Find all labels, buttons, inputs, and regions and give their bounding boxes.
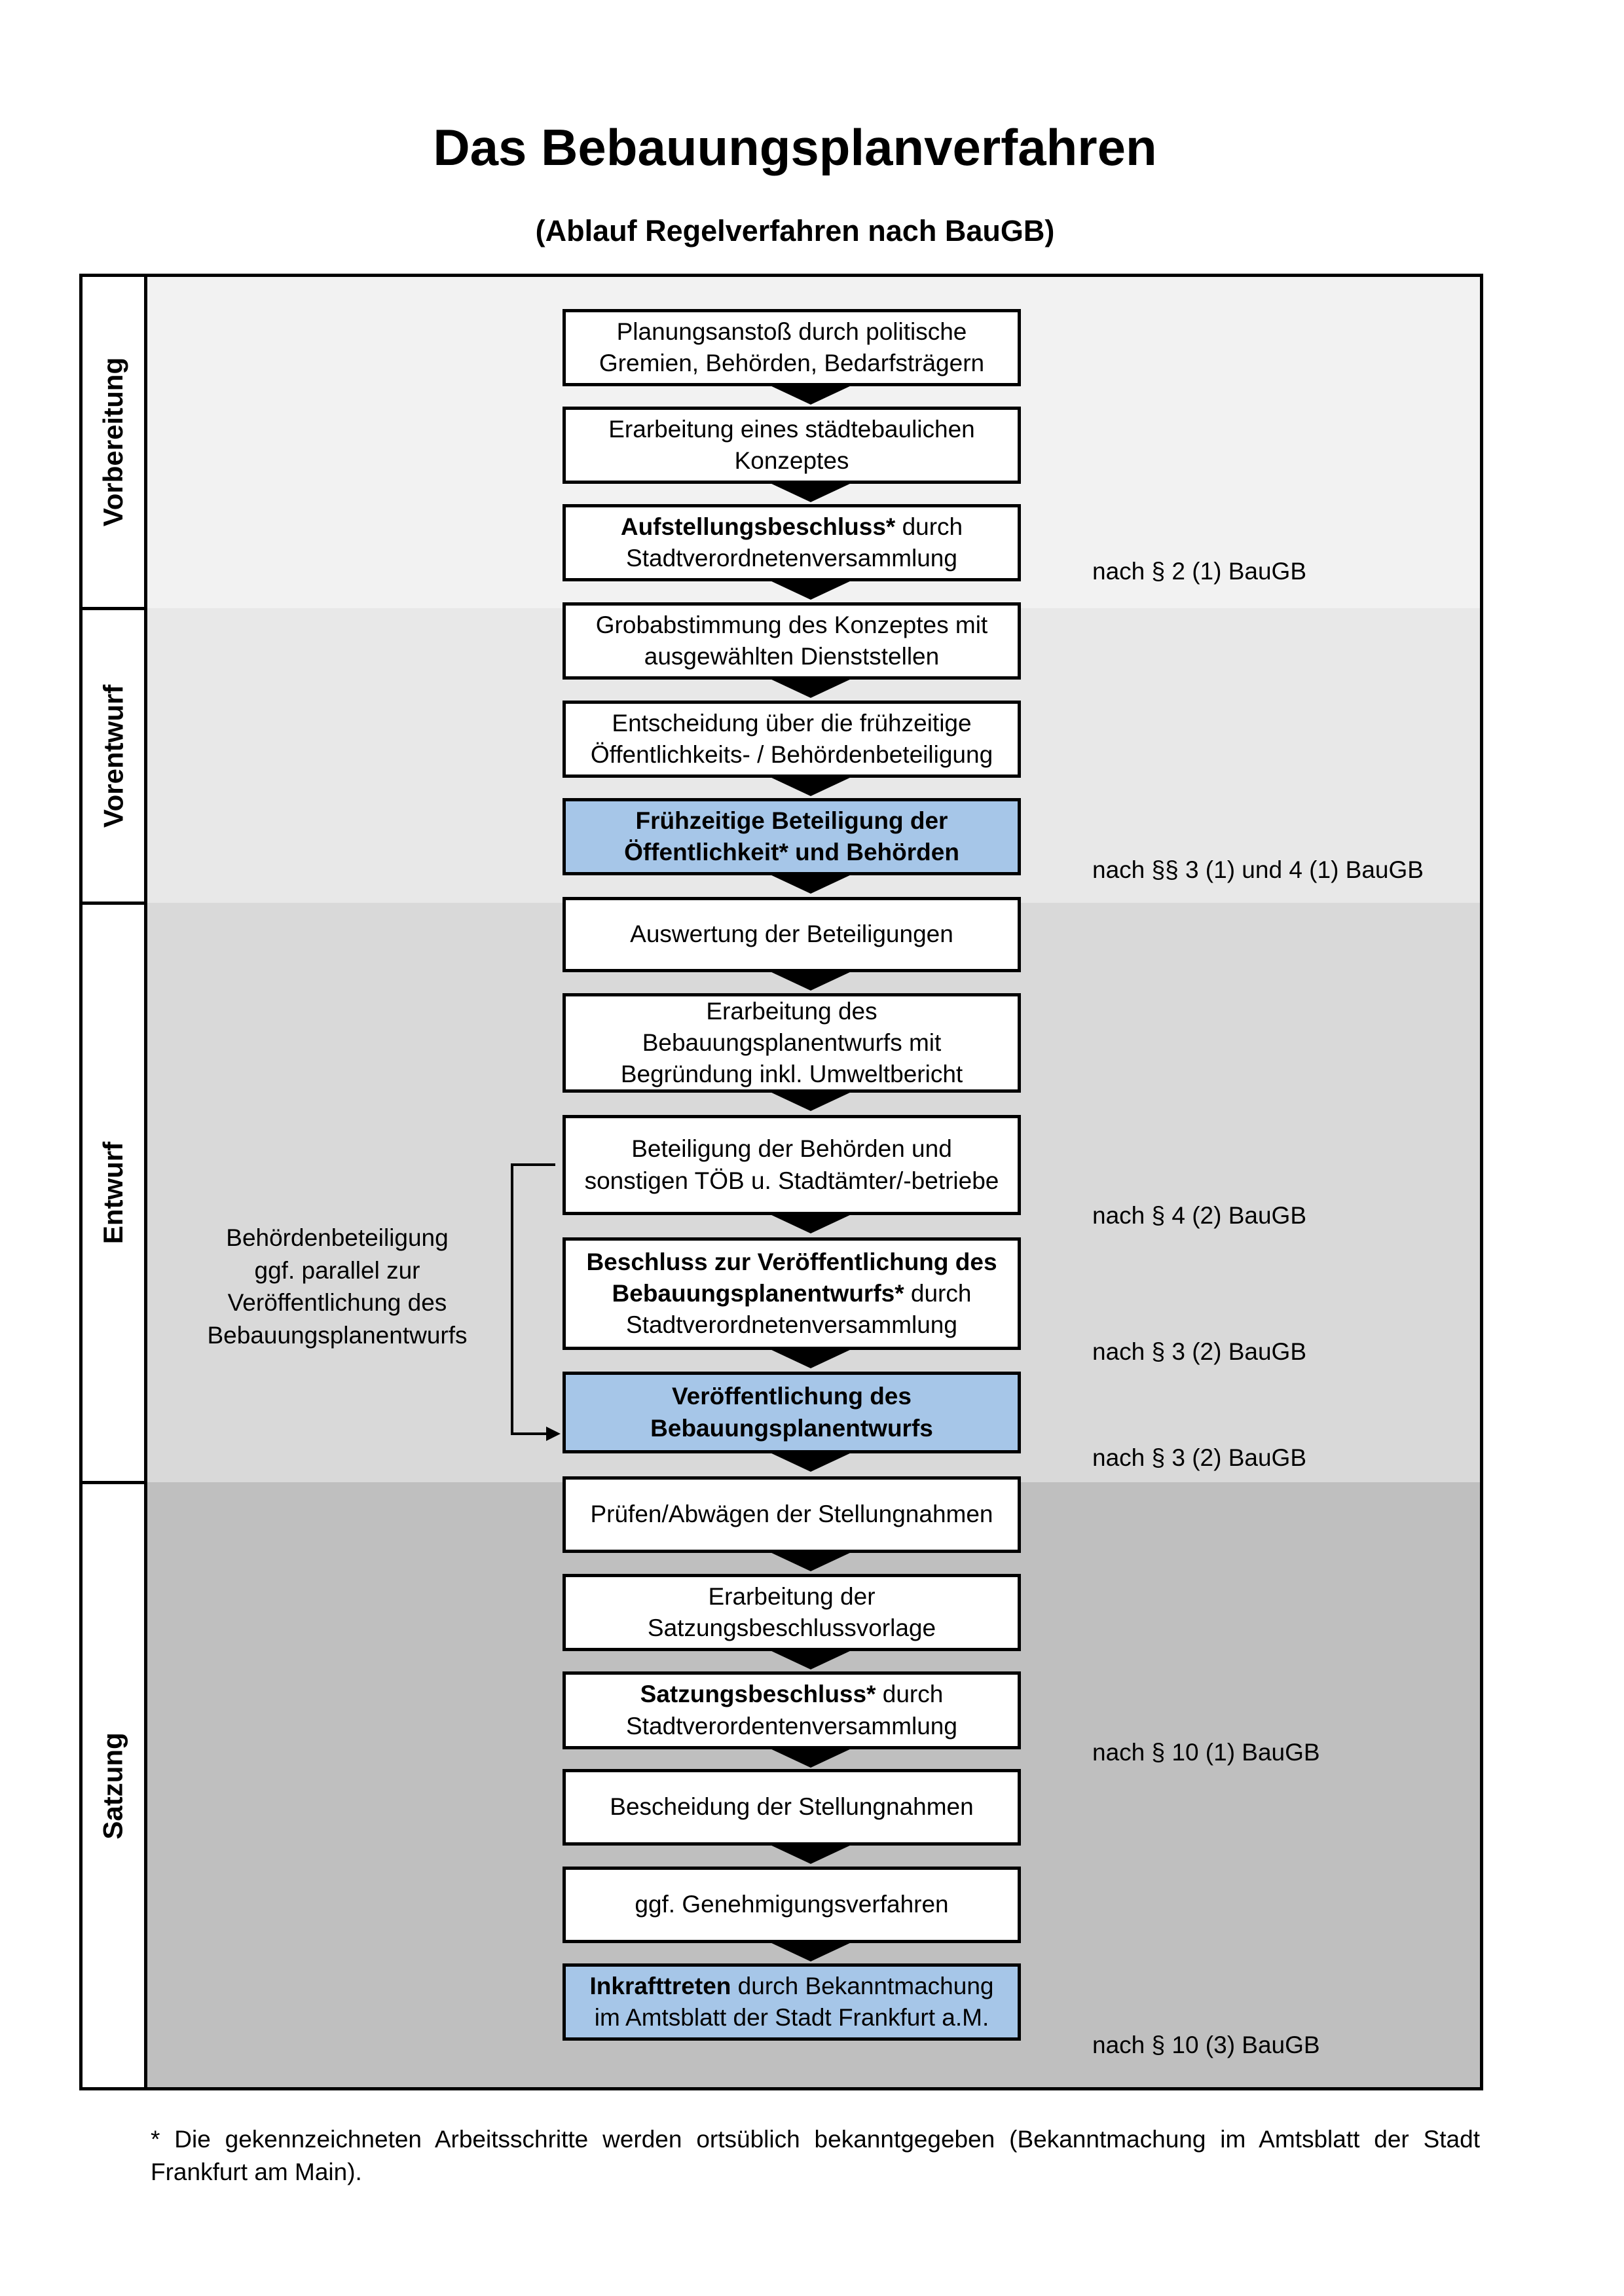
legal-ref: nach §§ 3 (1) und 4 (1) BauGB (1092, 856, 1424, 883)
legal-ref: nach § 2 (1) BauGB (1092, 558, 1307, 585)
flow-arrow (769, 776, 853, 796)
legal-ref: nach § 10 (1) BauGB (1092, 1739, 1320, 1766)
page-subtitle: (Ablauf Regelverfahren nach BauGB) (535, 214, 1055, 247)
phase-separator (83, 607, 146, 610)
flow-arrow (769, 971, 853, 991)
flow-arrow (769, 385, 853, 405)
flow-arrow (769, 580, 853, 600)
step-genehmigungsverfahren: ggf. Genehmigungsverfahren (563, 1867, 1021, 1943)
step-bescheidung: Bescheidung der Stellungnahmen (563, 1769, 1021, 1846)
flow-arrow (769, 1091, 853, 1111)
flow-arrow (769, 1214, 853, 1233)
phase-column-divider (144, 277, 147, 2087)
flow-arrow (769, 1650, 853, 1669)
side-note-parallel: Behördenbeteiligung ggf. parallel zur Ve… (207, 1224, 468, 1349)
flow-arrow (769, 1844, 853, 1864)
legal-ref: nach § 10 (3) BauGB (1092, 2032, 1320, 2058)
flow-arrow (769, 1452, 853, 1472)
flow-arrow (769, 1748, 853, 1768)
footnote: * Die gekennzeichneten Arbeitsschritte w… (151, 2126, 1480, 2185)
step-pruefen-abwaegen: Prüfen/Abwägen der Stellungnahmen (563, 1476, 1021, 1553)
step-auswertung: Auswertung der Beteiligungen (563, 897, 1021, 972)
page-title: Das Bebauungsplanverfahren (433, 118, 1157, 176)
diagram-frame (79, 274, 1483, 2090)
legal-ref: nach § 3 (2) BauGB (1092, 1444, 1307, 1471)
flow-arrow (769, 1942, 853, 1961)
phase-separator (83, 902, 146, 905)
phase-separator (83, 1481, 146, 1484)
flow-arrow (769, 678, 853, 698)
flow-arrow (769, 1552, 853, 1571)
legal-ref: nach § 4 (2) BauGB (1092, 1202, 1307, 1229)
legal-ref: nach § 3 (2) BauGB (1092, 1338, 1307, 1365)
flow-arrow (769, 1349, 853, 1368)
flow-arrow (769, 874, 853, 894)
flow-arrow (769, 483, 853, 502)
